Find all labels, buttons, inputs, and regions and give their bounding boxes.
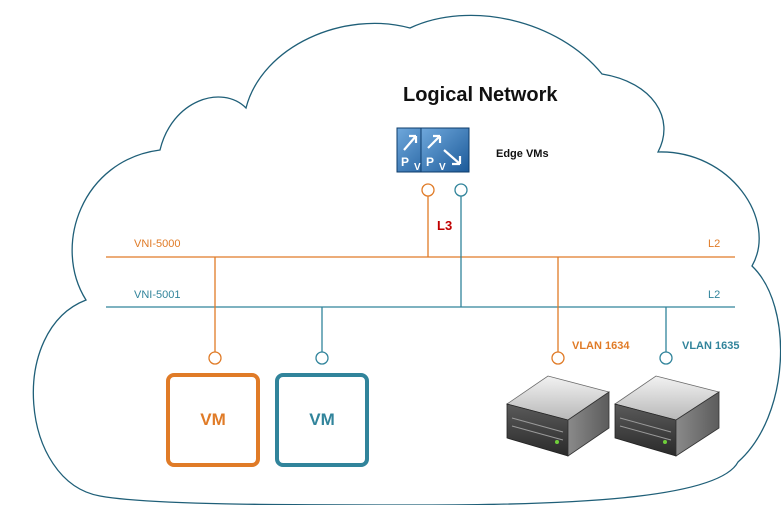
cloud-icon [32,14,781,506]
server-icon [506,375,610,457]
edge-vms-label: Edge VMs [496,148,549,160]
segment-label-vni-5000: VNI-5000 [134,238,181,250]
svg-text:P: P [426,155,434,169]
svg-text:V: V [439,162,446,173]
svg-text:V: V [414,162,421,173]
svg-text:P: P [401,155,409,169]
segment-layer-label-vni-5001: L2 [708,289,721,301]
edge-port-orange [421,183,435,197]
edge-vm-icon: P V P V [396,127,470,173]
vm-box-orange: VM [166,373,260,467]
vm-box-blue: VM [275,373,369,467]
vlan-port-orange [551,351,565,365]
segment-label-vni-5001: VNI-5001 [134,289,181,301]
vm-label: VM [200,410,226,429]
vm-port-blue [315,351,329,365]
vlan-port-blue [659,351,673,365]
vm-label: VM [309,410,335,429]
l3-label: L3 [437,218,453,233]
segment-layer-label-vni-5000: L2 [708,238,721,250]
server-icon [614,375,720,457]
vlan-label-1634: VLAN 1634 [572,340,630,352]
vlan-label-1635: VLAN 1635 [682,340,740,352]
vm-port-orange [208,351,222,365]
diagram-title: Logical Network [403,84,558,106]
edge-port-blue [454,183,468,197]
